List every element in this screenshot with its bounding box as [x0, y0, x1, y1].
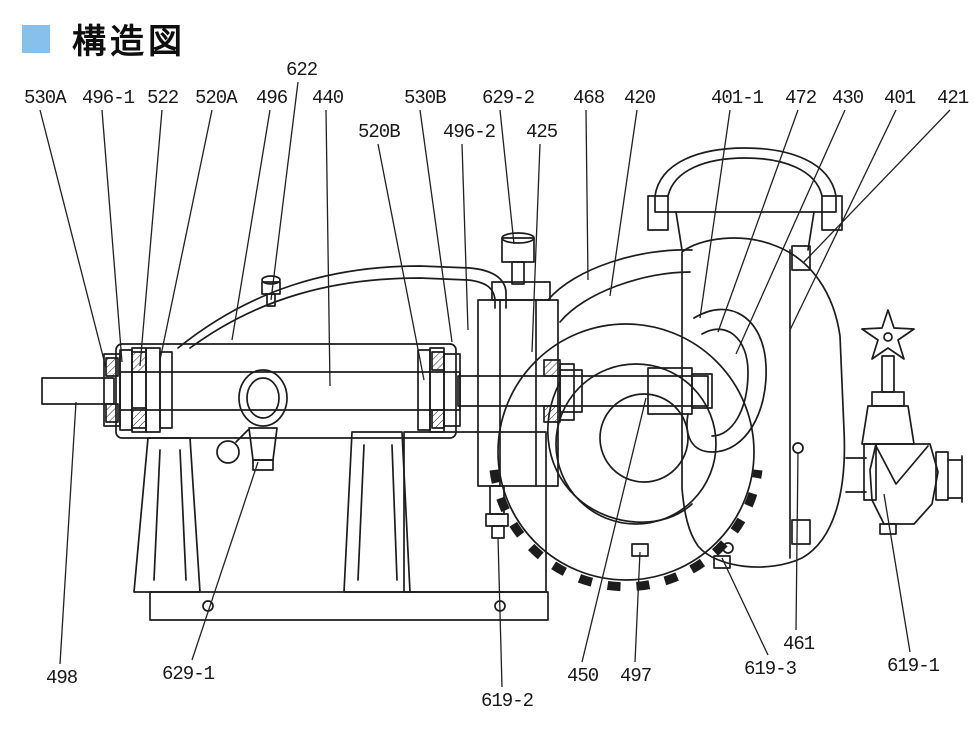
leader-line-629-2 [499, 109, 515, 245]
leader-line-522 [139, 109, 163, 367]
leader-line-530A [39, 109, 107, 369]
valve-assembly [845, 309, 963, 535]
leader-line-440 [325, 109, 331, 387]
leader-line-421 [803, 109, 951, 263]
part-label-401-1: 401-1 [711, 87, 764, 109]
part-label-472: 472 [785, 87, 817, 109]
shaft-and-hub [457, 367, 713, 415]
part-label-522: 522 [147, 87, 179, 109]
part-label-530B: 530B [404, 87, 447, 109]
leader-line-420 [609, 109, 638, 297]
part-label-468: 468 [573, 87, 605, 109]
leader-lines-layer [39, 81, 951, 688]
leader-line-622 [270, 81, 299, 301]
leader-line-496-1 [101, 109, 123, 363]
pedestal-base [133, 431, 549, 621]
leader-line-430 [735, 109, 846, 355]
leader-line-629-1 [191, 461, 259, 661]
leader-line-498 [59, 401, 77, 665]
part-label-520A: 520A [195, 87, 238, 109]
leader-line-496-2 [461, 143, 469, 331]
leader-line-472 [717, 109, 799, 333]
volute-casing [489, 323, 763, 592]
leader-line-496 [231, 109, 271, 341]
leader-line-401-1 [699, 109, 731, 319]
vent-fitting [261, 275, 281, 307]
title-bullet-icon [22, 24, 50, 53]
part-label-450: 450 [567, 665, 599, 687]
leader-line-497 [634, 551, 641, 663]
part-label-496: 496 [256, 87, 288, 109]
part-label-497: 497 [620, 665, 652, 687]
part-label-421: 421 [937, 87, 969, 109]
leader-line-520A [159, 109, 213, 361]
casing-body [547, 237, 846, 569]
leader-line-619-2 [497, 537, 503, 688]
leader-line-401 [789, 109, 897, 331]
part-label-619-3: 619-3 [744, 658, 797, 680]
oiler [216, 369, 288, 471]
grease-cup [501, 232, 535, 285]
leader-line-468 [585, 109, 589, 281]
part-label-619-2: 619-2 [481, 690, 534, 712]
part-label-520B: 520B [358, 121, 401, 143]
part-label-622: 622 [286, 59, 318, 81]
part-label-530A: 530A [24, 87, 67, 109]
part-label-430: 430 [832, 87, 864, 109]
part-label-498: 498 [46, 667, 78, 689]
part-label-619-1: 619-1 [887, 655, 940, 677]
part-label-461: 461 [783, 633, 815, 655]
part-label-440: 440 [312, 87, 344, 109]
leader-line-619-1 [883, 493, 911, 653]
part-label-629-1: 629-1 [162, 663, 215, 685]
handwheel-icon [861, 309, 915, 360]
part-label-425: 425 [526, 121, 558, 143]
arch-cover [177, 265, 507, 349]
leader-line-450 [581, 397, 647, 663]
bearing-frame [41, 343, 461, 439]
part-label-496-2: 496-2 [443, 121, 496, 143]
leader-line-461 [795, 451, 799, 631]
discharge-flange [647, 147, 843, 251]
page-header: 構造図 [22, 14, 186, 63]
part-label-401: 401 [884, 87, 916, 109]
page-title: 構造図 [72, 22, 186, 62]
part-label-420: 420 [624, 87, 656, 109]
part-label-496-1: 496-1 [82, 87, 135, 109]
leader-line-619-3 [721, 557, 769, 656]
leader-line-520B [377, 143, 425, 381]
leader-line-530B [419, 109, 453, 343]
leader-line-425 [531, 143, 541, 353]
part-label-629-2: 629-2 [482, 87, 535, 109]
